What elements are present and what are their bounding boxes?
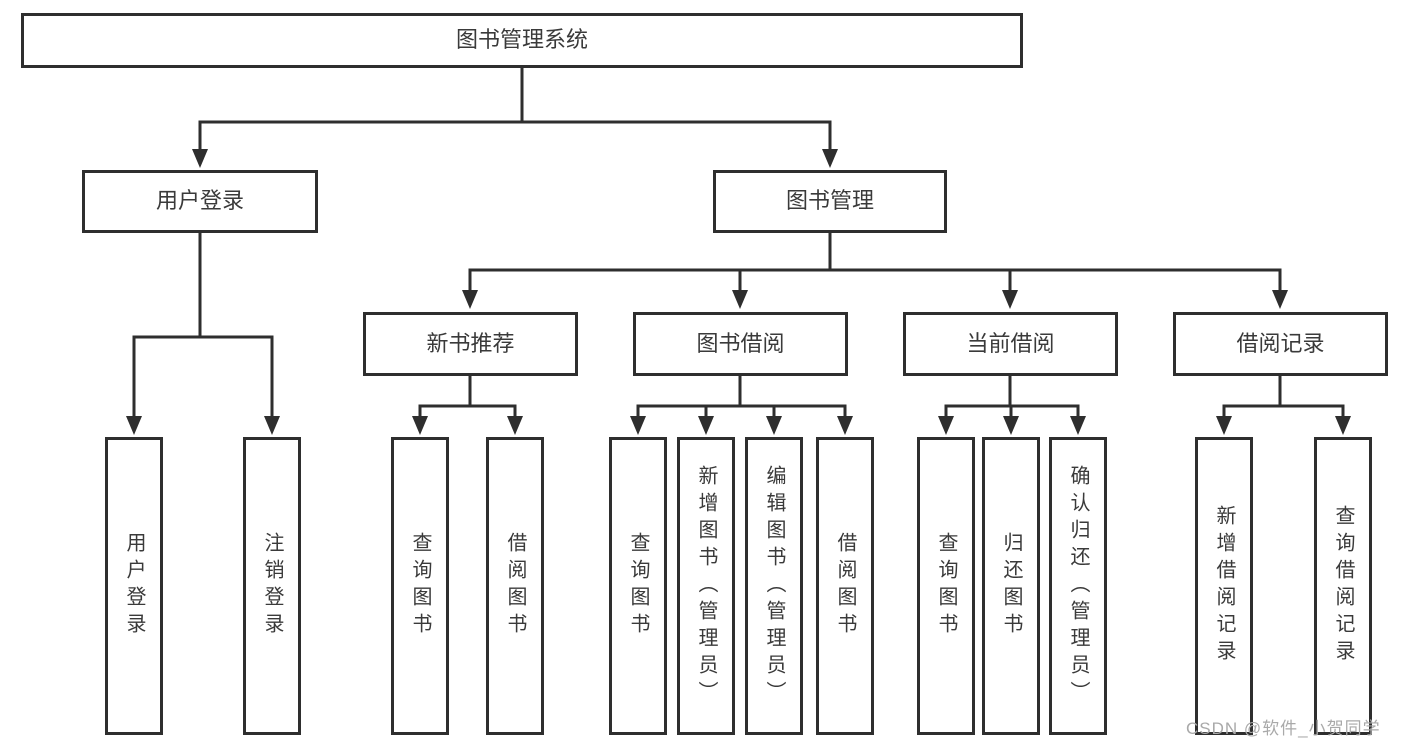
- leaf-borrow-add-books-admin: 新增图书（管理员）: [677, 437, 735, 735]
- leaf-user-login: 用户登录: [105, 437, 163, 735]
- leaf-current-confirm-return-admin: 确认归还（管理员）: [1049, 437, 1107, 735]
- node-root: 图书管理系统: [21, 13, 1023, 68]
- node-book-borrow: 图书借阅: [633, 312, 848, 376]
- leaf-recommend-borrow-books: 借阅图书: [486, 437, 544, 735]
- leaf-borrow-query-books: 查询图书: [609, 437, 667, 735]
- node-book-management: 图书管理: [713, 170, 947, 233]
- leaf-current-query-books: 查询图书: [917, 437, 975, 735]
- watermark: CSDN @软件_小贺同学: [1186, 719, 1381, 738]
- leaf-records-add-record: 新增借阅记录: [1195, 437, 1253, 735]
- leaf-borrow-edit-books-admin: 编辑图书（管理员）: [745, 437, 803, 735]
- leaf-current-return-books: 归还图书: [982, 437, 1040, 735]
- leaf-records-query-record: 查询借阅记录: [1314, 437, 1372, 735]
- node-new-book-recommend: 新书推荐: [363, 312, 578, 376]
- leaf-borrow-borrow-books: 借阅图书: [816, 437, 874, 735]
- node-user-login: 用户登录: [82, 170, 318, 233]
- leaf-logout: 注销登录: [243, 437, 301, 735]
- node-borrow-records: 借阅记录: [1173, 312, 1388, 376]
- leaf-recommend-query-books: 查询图书: [391, 437, 449, 735]
- node-current-borrow: 当前借阅: [903, 312, 1118, 376]
